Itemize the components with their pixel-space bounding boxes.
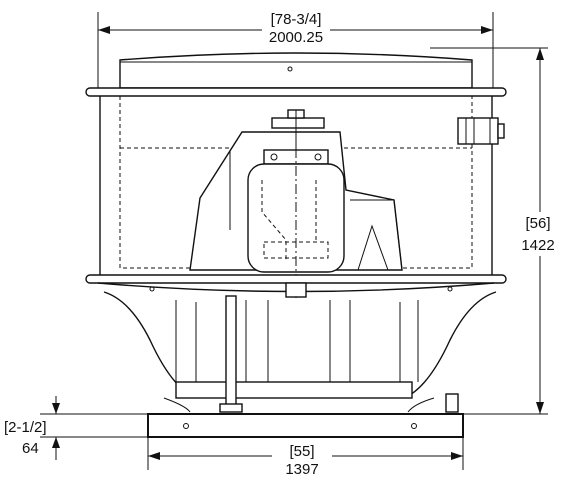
height-inches: [56] [525, 215, 550, 232]
hood-cap [119, 52, 473, 89]
overall-width-inches: [78-3/4] [271, 11, 322, 28]
curb-base-plate [147, 413, 464, 438]
upper-rim [85, 87, 507, 97]
base-height-inches: [2-1/2] [4, 419, 47, 436]
base-width-dimension: [55] 1397 [147, 437, 464, 477]
base-width-mm: 1397 [285, 461, 318, 477]
base-height-mm: 64 [22, 440, 39, 457]
height-dimension: [56] 1422 [430, 47, 561, 415]
overall-width-dimension: [78-3/4] 2000.25 [97, 10, 494, 90]
base-structure [103, 291, 497, 413]
lower-rim [85, 274, 507, 298]
base-width-inches: [55] [289, 443, 314, 460]
base-height-dimension: [2-1/2] 64 [4, 396, 148, 460]
overall-width-mm: 2000.25 [269, 29, 323, 46]
conduit-fitting [457, 117, 505, 145]
height-mm: 1422 [521, 237, 554, 254]
